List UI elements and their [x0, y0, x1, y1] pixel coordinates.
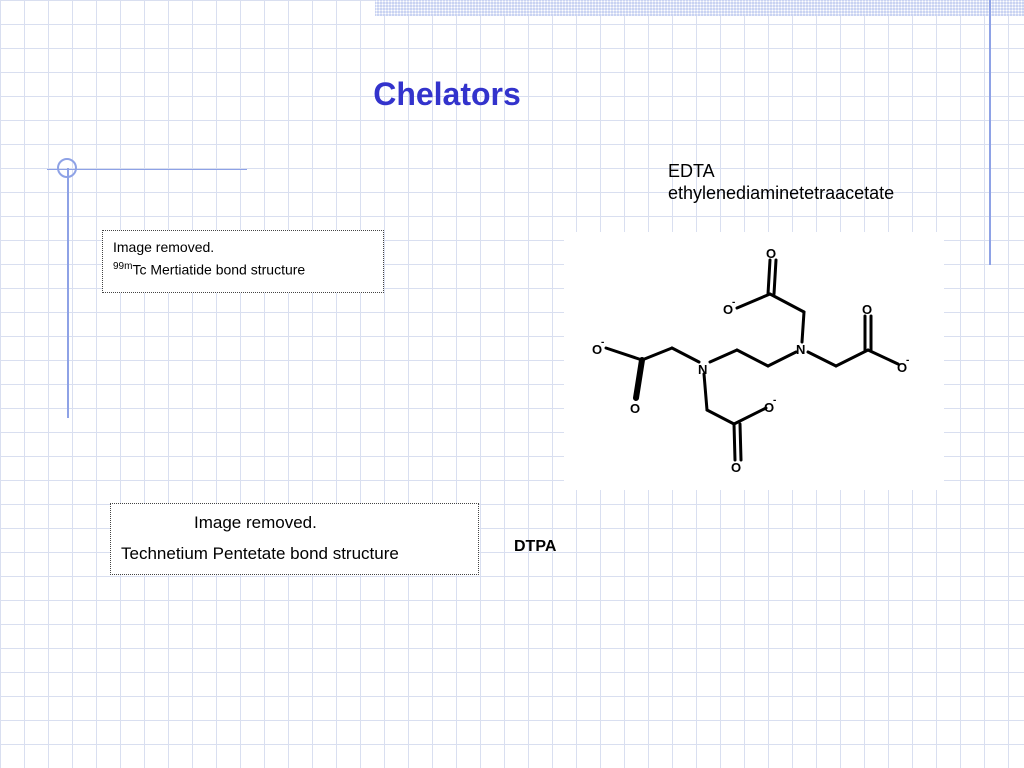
right-decorative-line [989, 0, 991, 265]
atom-o-bottom: O [731, 460, 741, 475]
image-removed-placeholder-pentetate: Image removed. Technetium Pentetate bond… [110, 503, 479, 575]
charge-bottom: - [773, 395, 776, 406]
charge-right: - [906, 355, 909, 366]
image-removed-text: Image removed. [113, 239, 215, 255]
circle-decoration [57, 158, 77, 178]
image-removed-placeholder-mertiatide: Image removed. 99mTc Mertiatide bond str… [102, 230, 384, 293]
atom-n-left: N [698, 362, 707, 377]
atom-o-left: O [630, 401, 640, 416]
atom-o-anion-left: O [592, 342, 602, 357]
edta-full-name: ethylenediaminetetraacetate [668, 183, 895, 203]
edta-abbreviation: EDTA [668, 161, 715, 181]
dtpa-label: DTPA [514, 538, 557, 555]
mertiatide-caption: 99mTc Mertiatide bond structure [113, 257, 373, 280]
horizontal-decorative-line [47, 169, 247, 170]
atom-o-anion-right: O [897, 360, 907, 375]
atom-o-right: O [862, 302, 872, 317]
atom-o-top: O [766, 246, 776, 261]
atom-n-right: N [796, 342, 805, 357]
edta-caption: EDTA ethylenediaminetetraacetate [668, 160, 908, 204]
edta-bonds [604, 258, 900, 462]
slide-title: Chelators [373, 76, 521, 112]
edta-molecule-svg: N N O - O O - O O - O O O - [592, 246, 909, 475]
mertiatide-caption-text: Tc Mertiatide bond structure [132, 261, 306, 278]
left-decorative-line [67, 168, 69, 418]
charge-left: - [601, 337, 604, 348]
image-removed-text: Image removed. [194, 513, 317, 532]
top-decorative-band [375, 0, 1024, 16]
edta-structure-diagram: N N O - O O - O O - O O O - [564, 232, 944, 490]
pentetate-caption: Technetium Pentetate bond structure [121, 544, 399, 563]
charge-top: - [732, 297, 735, 308]
atom-o-anion-top: O [723, 302, 733, 317]
edta-atom-labels: N N O - O O - O O - O O O - [592, 246, 909, 475]
isotope-superscript: 99m [113, 261, 133, 272]
atom-o-anion-bottom: O [764, 400, 774, 415]
